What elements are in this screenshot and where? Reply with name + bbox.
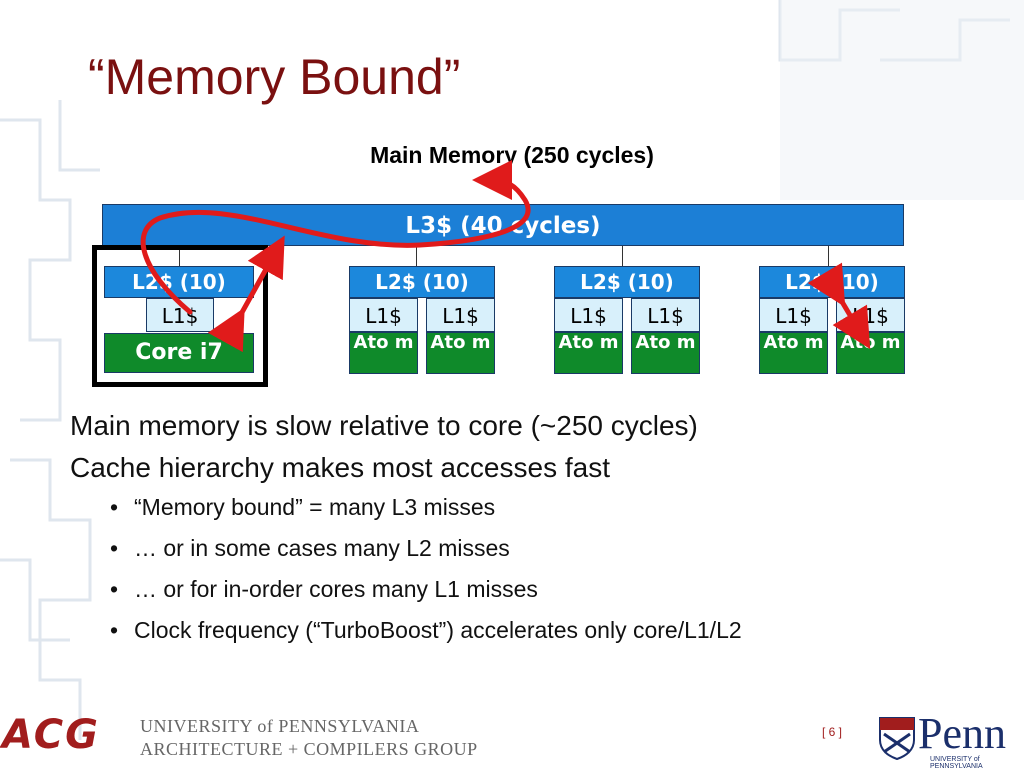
l2-cache-atom-3: L2$ (10) xyxy=(759,266,905,298)
atom-core-3a: Ato m xyxy=(759,332,828,374)
connector-l3-atom-2 xyxy=(622,246,623,266)
connector-l3-atom-1 xyxy=(416,246,417,266)
atom-core-2b: Ato m xyxy=(631,332,700,374)
penn-logo-subtitle: UNIVERSITY of PENNSYLVANIA xyxy=(930,756,983,770)
core-i7: Core i7 xyxy=(104,333,254,373)
footer-affiliation: UNIVERSITY of PENNSYLVANIA ARCHITECTURE … xyxy=(140,716,478,760)
bullet-item: … or for in-order cores many L1 misses xyxy=(110,576,970,603)
acg-logo: ACG xyxy=(2,712,100,758)
slide-title: “Memory Bound” xyxy=(88,49,461,105)
penn-shield-icon xyxy=(879,717,915,760)
l1-cache-atom-2a: L1$ xyxy=(554,298,623,332)
l1-cache-atom-1b: L1$ xyxy=(426,298,495,332)
l2-cache-atom-1: L2$ (10) xyxy=(349,266,495,298)
university-name: UNIVERSITY of PENNSYLVANIA xyxy=(140,716,420,736)
connector-l3-atom-3 xyxy=(828,246,829,266)
l1-cache-atom-2b: L1$ xyxy=(631,298,700,332)
group-name: ARCHITECTURE + COMPILERS GROUP xyxy=(140,739,478,759)
l1-cache-atom-3a: L1$ xyxy=(759,298,828,332)
bullet-item: Clock frequency (“TurboBoost”) accelerat… xyxy=(110,617,970,644)
main-memory-label: Main Memory (250 cycles) xyxy=(370,142,654,168)
atom-core-3b: Ato m xyxy=(836,332,905,374)
atom-core-1b: Ato m xyxy=(426,332,495,374)
bullet-item: “Memory bound” = many L3 misses xyxy=(110,494,970,521)
bullet-item: … or in some cases many L2 misses xyxy=(110,535,970,562)
page-number: [ 6 ] xyxy=(822,725,843,739)
penn-logo-text: Penn xyxy=(918,709,1006,758)
l1-cache-core-i7: L1$ xyxy=(146,298,214,332)
l1-cache-atom-3b: L1$ xyxy=(836,298,905,332)
l2-cache-atom-2: L2$ (10) xyxy=(554,266,700,298)
l1-cache-atom-1a: L1$ xyxy=(349,298,418,332)
atom-core-2a: Ato m xyxy=(554,332,623,374)
l3-cache: L3$ (40 cycles) xyxy=(102,204,904,246)
atom-core-1a: Ato m xyxy=(349,332,418,374)
slide-body: Main memory is slow relative to core (~2… xyxy=(70,410,970,658)
bullet-list: “Memory bound” = many L3 misses … or in … xyxy=(110,494,970,644)
body-line-2: Cache hierarchy makes most accesses fast xyxy=(70,452,610,483)
body-line-1: Main memory is slow relative to core (~2… xyxy=(70,410,698,441)
l2-cache-core-i7: L2$ (10) xyxy=(104,266,254,298)
